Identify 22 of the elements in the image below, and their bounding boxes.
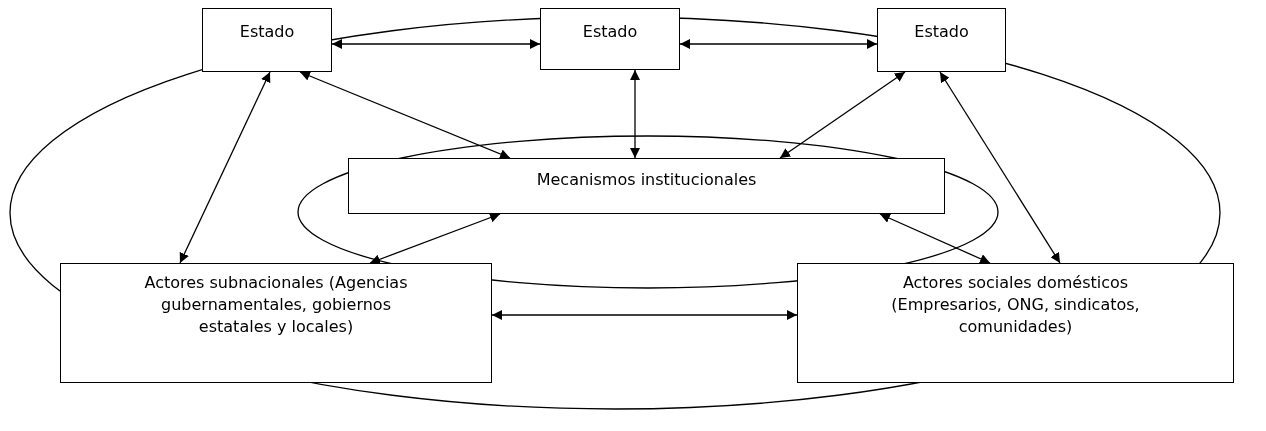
- process-box: [797, 263, 1234, 383]
- box-label: Estado: [239, 21, 295, 43]
- box-label: Actores subnacionales (Agencias gubernamentales, gobiernos estatales y locales): [143, 272, 409, 338]
- arrow: [299, 71, 511, 159]
- box-label: Mecanismos institucionales: [536, 169, 757, 191]
- process-box: [877, 8, 1006, 72]
- process-box: [348, 158, 945, 214]
- arrow: [179, 71, 271, 264]
- box-label: Estado: [914, 21, 969, 43]
- box-label: Actores sociales domésticos (Empresarios, ONG, sindicatos, comunidades): [890, 272, 1141, 338]
- arrow: [491, 310, 798, 320]
- arrow: [369, 212, 501, 265]
- arrow: [879, 213, 991, 264]
- process-box: [540, 8, 680, 70]
- arrow: [939, 71, 1061, 264]
- arrow: [779, 71, 906, 159]
- arrow: [331, 39, 541, 49]
- process-box: [202, 8, 332, 72]
- arrow: [630, 69, 640, 159]
- arrow: [679, 39, 878, 49]
- box-label: Estado: [582, 21, 638, 43]
- process-box: [60, 263, 492, 383]
